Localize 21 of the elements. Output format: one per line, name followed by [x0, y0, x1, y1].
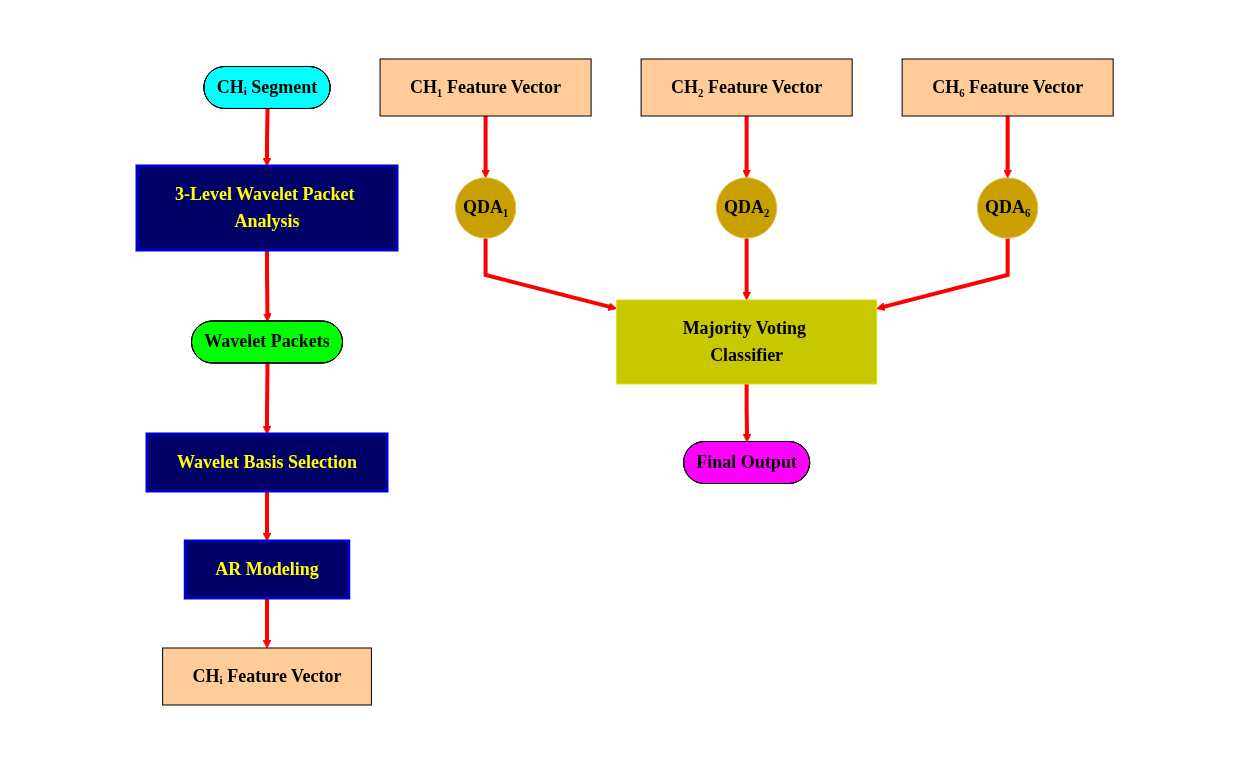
node-box: CH₁ Feature Vector	[379, 58, 592, 117]
node-box: CHᵢ Feature Vector	[162, 647, 372, 706]
arrow	[481, 116, 490, 179]
node-circle: QDA₂	[715, 177, 778, 239]
node-box: CH₂ Feature Vector	[640, 58, 853, 117]
arrow	[262, 108, 272, 167]
arrow	[742, 116, 751, 179]
arrow	[1003, 116, 1012, 179]
node-box: CH₆ Feature Vector	[901, 58, 1114, 117]
arrow	[262, 598, 272, 649]
node-box: AR Modeling	[183, 539, 351, 600]
arrow	[262, 250, 272, 322]
node-circle: QDA₆	[976, 177, 1039, 239]
arrow	[742, 384, 752, 443]
node-box: Wavelet Basis Selection	[145, 432, 389, 493]
arrow	[742, 238, 751, 301]
node-box: 3-Level Wavelet Packet Analysis	[135, 164, 399, 252]
arrow	[483, 238, 617, 311]
node-circle: QDA₁	[454, 177, 517, 239]
node-box: Majority Voting Classifier	[616, 299, 878, 385]
arrow	[876, 238, 1010, 311]
